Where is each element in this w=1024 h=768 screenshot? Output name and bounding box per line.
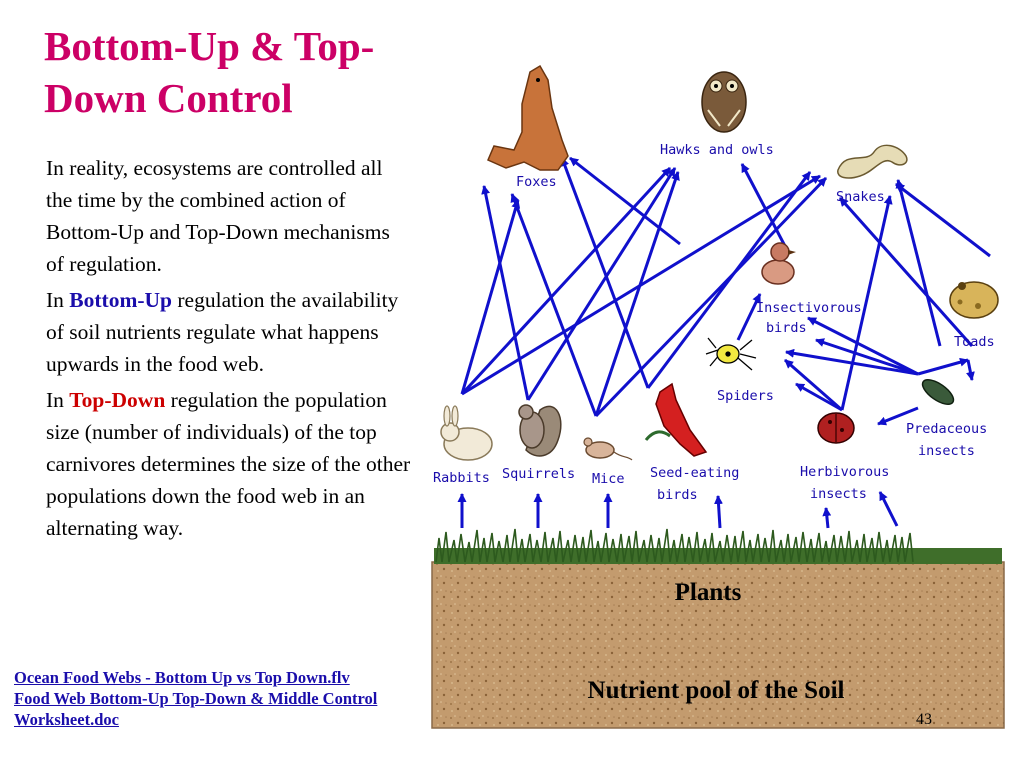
spider-icon bbox=[705, 337, 757, 371]
slide-title: Bottom-Up & Top-Down Control bbox=[44, 23, 375, 121]
label-seed-eating-1: Seed-eating bbox=[650, 465, 739, 481]
label-mice: Mice bbox=[592, 471, 625, 487]
label-rabbits: Rabbits bbox=[433, 470, 490, 486]
cardinal-icon bbox=[644, 382, 708, 457]
label-squirrels: Squirrels bbox=[502, 466, 575, 482]
label-snakes: Snakes bbox=[836, 189, 885, 205]
p2-rest: regulation the availability of soil nutr… bbox=[46, 288, 399, 376]
links: Ocean Food Webs - Bottom Up vs Top Down.… bbox=[14, 667, 428, 730]
page-number: 43 bbox=[916, 711, 932, 728]
label-seed-eating-2: birds bbox=[657, 487, 698, 503]
toad-icon bbox=[949, 281, 999, 319]
video-link[interactable]: Ocean Food Webs - Bottom Up vs Top Down.… bbox=[14, 668, 350, 687]
fox-icon bbox=[487, 64, 569, 171]
paragraph-3: In Top-Down regulation the population si… bbox=[46, 384, 412, 544]
owl-icon bbox=[701, 71, 747, 133]
label-spiders: Spiders bbox=[717, 388, 774, 404]
worksheet-link[interactable]: Food Web Bottom-Up Top-Down & Middle Con… bbox=[14, 689, 378, 729]
paragraph-1: In reality, ecosystems are controlled al… bbox=[46, 156, 390, 276]
label-predaceous-1: Predaceous bbox=[906, 421, 987, 437]
squirrel-icon bbox=[518, 404, 562, 457]
grass-strip bbox=[434, 528, 1002, 564]
predaceous-insect-icon bbox=[921, 379, 955, 405]
bottom-up-keyword: Bottom-Up bbox=[69, 288, 173, 312]
snake-icon bbox=[837, 144, 908, 179]
label-toads: Toads bbox=[954, 334, 995, 350]
label-herbivorous-2: insects bbox=[810, 486, 867, 502]
mouse-icon bbox=[583, 437, 633, 461]
beetle-icon bbox=[817, 412, 855, 444]
label-herbivorous-1: Herbivorous bbox=[800, 464, 889, 480]
label-hawks-owls: Hawks and owls bbox=[660, 142, 774, 158]
p3-rest: regulation the population size (number o… bbox=[46, 388, 411, 540]
insectivorous-bird-icon bbox=[761, 242, 796, 285]
top-down-keyword: Top-Down bbox=[69, 388, 166, 412]
paragraph-2: In Bottom-Up regulation the availability… bbox=[46, 284, 412, 380]
p3-prefix: In bbox=[46, 388, 70, 412]
plants-label: Plants bbox=[675, 579, 742, 606]
nutrient-pool-label: Nutrient pool of the Soil bbox=[588, 677, 845, 704]
food-web-arrows bbox=[457, 156, 991, 529]
label-insectivorous-1: Insectivorous bbox=[756, 300, 862, 316]
p2-prefix: In bbox=[46, 288, 70, 312]
body-text: In reality, ecosystems are controlled al… bbox=[46, 152, 412, 548]
rabbit-icon bbox=[440, 405, 493, 461]
label-predaceous-2: insects bbox=[918, 443, 975, 459]
label-foxes: Foxes bbox=[516, 174, 557, 190]
label-insectivorous-2: birds bbox=[766, 320, 807, 336]
